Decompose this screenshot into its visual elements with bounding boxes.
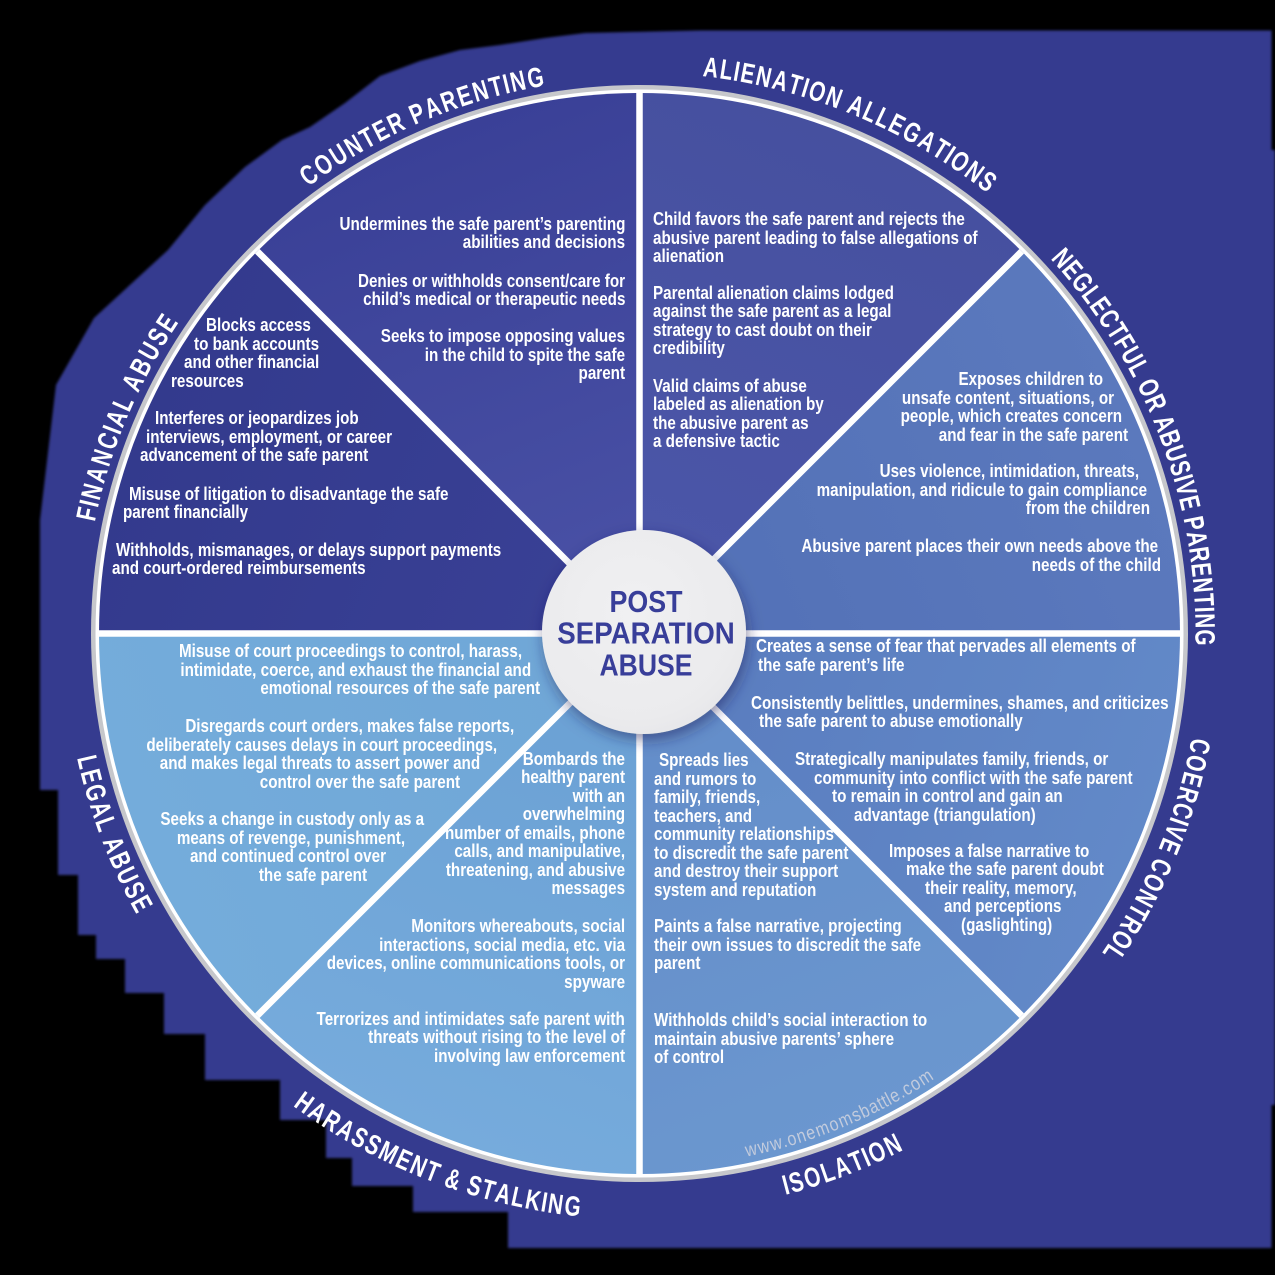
svg-text:N: N [76,481,109,503]
svg-text:N: N [507,66,528,99]
svg-text:I: I [731,57,742,88]
svg-text:K: K [523,1185,544,1218]
svg-text:N: N [1188,613,1219,629]
svg-text:A: A [702,52,721,84]
svg-text:G: G [525,62,546,95]
svg-text:POST: POST [610,585,683,619]
svg-text:E: E [1184,561,1216,578]
svg-text:L: L [718,55,735,87]
svg-text:P: P [1177,514,1210,534]
svg-text:I: I [1188,606,1219,613]
svg-text:L: L [509,1182,528,1215]
svg-text:SEPARATION: SEPARATION [557,617,735,651]
svg-text:ABUSE: ABUSE [600,649,693,683]
svg-text:G: G [1189,629,1220,645]
svg-text:R: R [1182,545,1215,564]
svg-text:w: w [767,1131,785,1155]
svg-text:E: E [1172,493,1205,514]
svg-text:O: O [1178,752,1212,775]
svg-text:I: I [539,1187,550,1218]
svg-text:C: C [1182,736,1215,757]
svg-text:w: w [742,1137,759,1161]
svg-text:.: . [779,1130,789,1152]
svg-text:G: G [563,1191,583,1223]
svg-text:N: N [753,61,774,94]
svg-text:w: w [754,1134,772,1158]
svg-text:A: A [492,1178,514,1211]
svg-text:T: T [1187,593,1218,607]
svg-text:A: A [1180,529,1213,549]
svg-text:F: F [71,505,104,524]
svg-text:N: N [546,1189,565,1222]
svg-text:E: E [738,58,757,91]
svg-text:N: N [1186,576,1218,594]
